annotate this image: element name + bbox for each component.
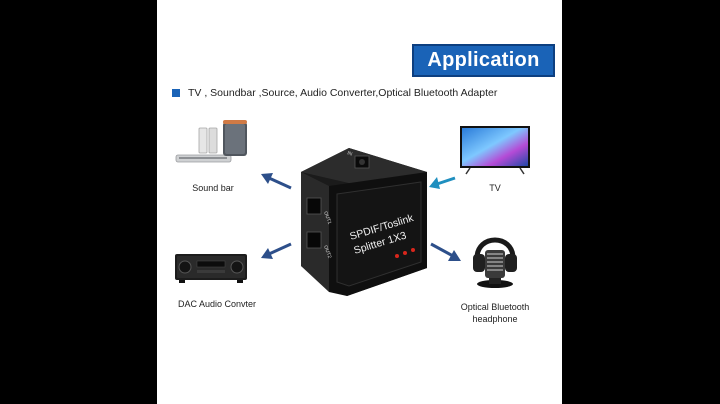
port-label-out2: OUT2 xyxy=(322,245,332,260)
arrow-from-tv-icon xyxy=(429,176,456,189)
use-case-text: TV , Soundbar ,Source, Audio Converter,O… xyxy=(188,87,498,99)
headphone-label-line2: headphone xyxy=(472,314,518,324)
splitter-device: SPDIF/Toslink Splitter 1X3 OUT1 OUT2 IN xyxy=(301,148,427,296)
headphone-icon xyxy=(473,237,517,288)
tv-label: TV xyxy=(489,183,501,193)
receiver-icon xyxy=(175,254,247,283)
arrow-to-dac-icon xyxy=(261,242,292,259)
application-banner: Application xyxy=(412,44,555,77)
application-title: Application xyxy=(427,49,540,71)
port-label-in: IN xyxy=(346,150,353,157)
soundbar-label: Sound bar xyxy=(192,183,234,193)
dac-label: DAC Audio Convter xyxy=(177,299,257,309)
soundbar-icon xyxy=(175,120,247,163)
product-image-panel: Application TV , Soundbar ,Source, Audio… xyxy=(157,0,562,404)
arrow-to-headphone-icon xyxy=(430,242,461,261)
arrow-to-soundbar-icon xyxy=(261,173,292,190)
headphone-label: Optical Bluetooth headphone xyxy=(450,301,540,325)
headphone-label-line1: Optical Bluetooth xyxy=(460,302,530,312)
tv-icon xyxy=(460,126,530,175)
bullet-square-icon xyxy=(172,89,180,97)
use-case-line: TV , Soundbar ,Source, Audio Converter,O… xyxy=(172,87,497,99)
port-label-out1: OUT1 xyxy=(322,211,332,226)
